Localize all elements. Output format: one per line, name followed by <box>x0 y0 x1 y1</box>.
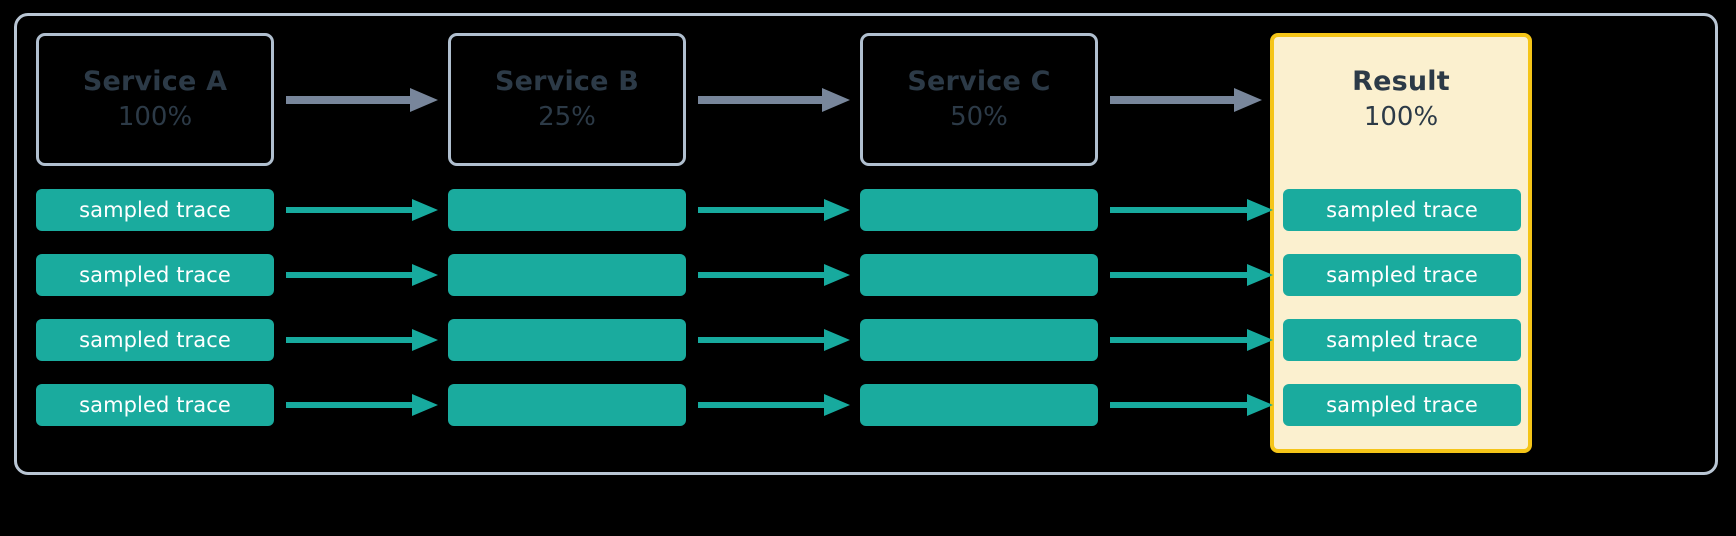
service-box-a[interactable]: Service A 100% <box>36 33 274 166</box>
trace-arrow-row2-3 <box>1110 264 1273 286</box>
trace-bar-row1-col4[interactable]: sampled trace <box>1283 189 1521 231</box>
service-a-name: Service A <box>82 65 228 97</box>
service-b-name: Service B <box>494 65 640 97</box>
trace-arrow-row1-2 <box>698 199 850 221</box>
stage-arrow-c-to-result <box>1110 88 1262 112</box>
result-highlight-panel <box>1270 33 1532 453</box>
service-a-percent: 100% <box>117 101 193 132</box>
trace-bar-row1-col3[interactable] <box>860 189 1098 231</box>
trace-bar-label: sampled trace <box>79 393 231 417</box>
trace-bar-row3-col3[interactable] <box>860 319 1098 361</box>
trace-bar-row4-col3[interactable] <box>860 384 1098 426</box>
trace-bar-row2-col2[interactable] <box>448 254 686 296</box>
trace-bar-row4-col4[interactable]: sampled trace <box>1283 384 1521 426</box>
diagram-frame <box>14 13 1718 475</box>
trace-bar-label: sampled trace <box>79 263 231 287</box>
trace-bar-label: sampled trace <box>1326 393 1478 417</box>
trace-bar-row1-col2[interactable] <box>448 189 686 231</box>
trace-arrow-row3-2 <box>698 329 850 351</box>
trace-bar-row4-col1[interactable]: sampled trace <box>36 384 274 426</box>
trace-bar-row2-col3[interactable] <box>860 254 1098 296</box>
trace-arrow-row3-1 <box>286 329 438 351</box>
trace-bar-row4-col2[interactable] <box>448 384 686 426</box>
trace-bar-row2-col4[interactable]: sampled trace <box>1283 254 1521 296</box>
stage-arrow-b-to-c <box>698 88 850 112</box>
service-b-percent: 25% <box>538 101 596 132</box>
service-c-name: Service C <box>907 65 1051 97</box>
trace-arrow-row1-1 <box>286 199 438 221</box>
stage-arrow-a-to-b <box>286 88 438 112</box>
trace-arrow-row4-2 <box>698 394 850 416</box>
trace-arrow-row2-2 <box>698 264 850 286</box>
trace-bar-row2-col1[interactable]: sampled trace <box>36 254 274 296</box>
trace-bar-row3-col1[interactable]: sampled trace <box>36 319 274 361</box>
trace-bar-label: sampled trace <box>1326 328 1478 352</box>
trace-arrow-row3-3 <box>1110 329 1273 351</box>
trace-arrow-row4-3 <box>1110 394 1273 416</box>
trace-bar-label: sampled trace <box>1326 263 1478 287</box>
service-c-percent: 50% <box>950 101 1008 132</box>
trace-bar-label: sampled trace <box>1326 198 1478 222</box>
trace-arrow-row4-1 <box>286 394 438 416</box>
trace-bar-row3-col2[interactable] <box>448 319 686 361</box>
trace-arrow-row1-3 <box>1110 199 1273 221</box>
trace-bar-row3-col4[interactable]: sampled trace <box>1283 319 1521 361</box>
trace-bar-label: sampled trace <box>79 328 231 352</box>
service-box-b[interactable]: Service B 25% <box>448 33 686 166</box>
trace-arrow-row2-1 <box>286 264 438 286</box>
service-box-c[interactable]: Service C 50% <box>860 33 1098 166</box>
trace-bar-row1-col1[interactable]: sampled trace <box>36 189 274 231</box>
trace-bar-label: sampled trace <box>79 198 231 222</box>
